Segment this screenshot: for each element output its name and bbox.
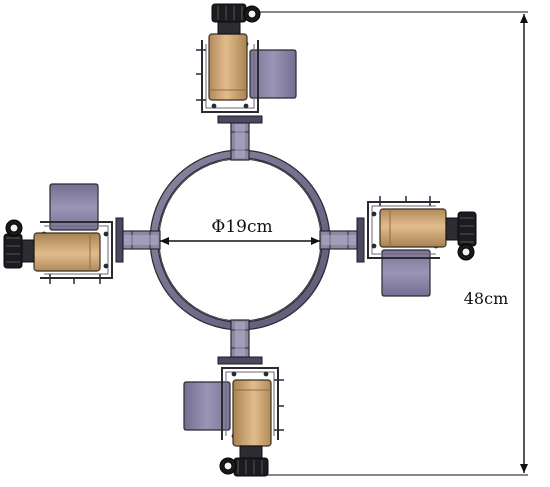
diameter-label: Φ19cm (211, 217, 272, 237)
thruster-unit-left (3, 183, 161, 285)
diameter-dimension: Φ19cm (160, 217, 320, 245)
central-ring (149, 149, 331, 331)
thruster-unit-top (195, 3, 297, 161)
height-label: 48cm (464, 289, 509, 308)
height-dimension (238, 11, 528, 476)
thruster-unit-bottom (183, 319, 285, 477)
thruster-unit-right (319, 195, 477, 297)
